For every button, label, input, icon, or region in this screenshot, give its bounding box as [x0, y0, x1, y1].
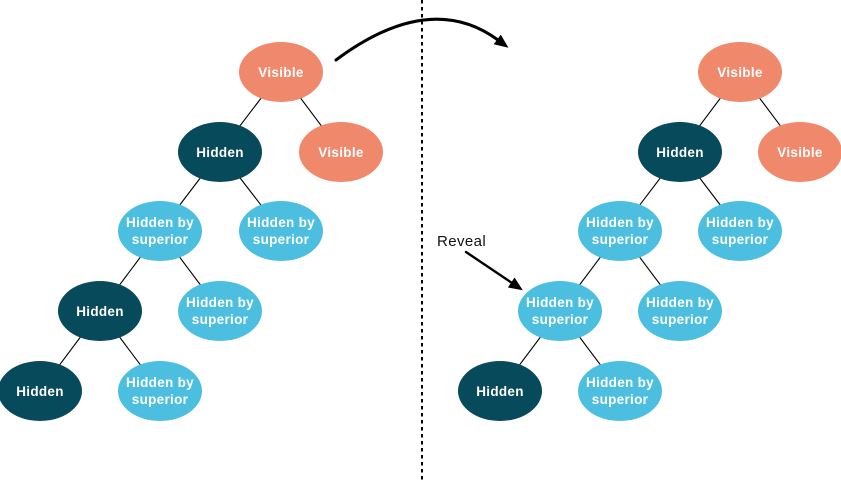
tree-node-hidden-by-superior: Hidden by superior [638, 281, 722, 341]
tree-node-label: Visible [717, 64, 763, 80]
tree-node-label: Hidden [16, 383, 64, 399]
tree-node-hidden: Hidden [638, 122, 722, 182]
tree-node-hidden-by-superior: Hidden by superior [518, 281, 602, 341]
tree-node-label: Hidden [476, 383, 524, 399]
tree-node-label: Hidden by superior [586, 215, 654, 247]
tree-node-hidden-by-superior: Hidden by superior [239, 201, 323, 261]
tree-node-hidden: Hidden [0, 361, 82, 421]
tree-node-visible: Visible [239, 42, 323, 102]
tree-node-hidden-by-superior: Hidden by superior [118, 361, 202, 421]
tree-node-label: Hidden [656, 144, 704, 160]
tree-node-visible: Visible [758, 122, 841, 182]
tree-node-hidden: Hidden [58, 281, 142, 341]
transform-arrow [334, 17, 509, 62]
tree-node-hidden-by-superior: Hidden by superior [118, 201, 202, 261]
reveal-arrow [464, 250, 523, 291]
tree-node-label: Hidden by superior [586, 375, 654, 407]
tree-node-label: Visible [777, 144, 823, 160]
tree-node-label: Visible [258, 64, 304, 80]
tree-node-label: Hidden [196, 144, 244, 160]
tree-node-label: Visible [318, 144, 364, 160]
tree-node-label: Hidden by superior [126, 215, 194, 247]
tree-node-label: Hidden by superior [706, 215, 774, 247]
tree-node-label: Hidden by superior [186, 295, 254, 327]
tree-node-label: Hidden by superior [646, 295, 714, 327]
reveal-label: Reveal [437, 233, 487, 250]
tree-node-label: Hidden by superior [126, 375, 194, 407]
tree-node-hidden: Hidden [178, 122, 262, 182]
tree-node-hidden-by-superior: Hidden by superior [578, 201, 662, 261]
tree-node-label: Hidden by superior [247, 215, 315, 247]
tree-node-visible: Visible [698, 42, 782, 102]
tree-node-label: Hidden by superior [526, 295, 594, 327]
tree-node-hidden: Hidden [458, 361, 542, 421]
tree-node-label: Hidden [76, 303, 124, 319]
tree-node-hidden-by-superior: Hidden by superior [698, 201, 782, 261]
tree-node-visible: Visible [299, 122, 383, 182]
tree-node-hidden-by-superior: Hidden by superior [178, 281, 262, 341]
tree-node-hidden-by-superior: Hidden by superior [578, 361, 662, 421]
